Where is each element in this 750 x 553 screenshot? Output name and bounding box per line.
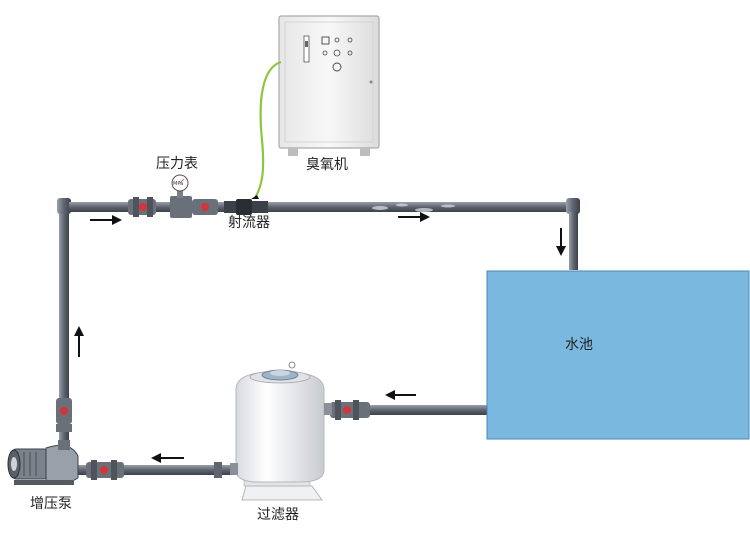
ozone-bubbles [372,203,455,212]
ozone-generator-label: 臭氧机 [306,157,348,173]
venturi-injector [224,195,268,215]
booster-pump-label: 增压泵 [30,496,72,512]
water-pool [486,270,750,440]
pressure-gauge [170,174,192,218]
flow-arrow-up [74,326,84,357]
flow-arrow-top-mid [398,212,430,222]
flow-arrow-filter-out [151,453,184,463]
flow-arrows [74,212,566,463]
piping [56,198,580,478]
filter-label: 过滤器 [257,507,299,523]
valve-left-riser [56,398,72,424]
pressure-gauge-label: 压力表 [156,156,198,172]
valve-pool-outlet [330,400,370,420]
flow-arrow-top-left [90,215,122,225]
pressure-gauge-face-label: MPa [173,181,183,187]
ozone-gas-tube [254,60,282,199]
flow-arrow-pool-out [385,390,416,400]
water-pool-label: 水池 [565,337,593,353]
valve-top-right [192,199,218,215]
valve-filter-outlet [86,460,124,480]
venturi-injector-label: 射流器 [228,215,270,231]
valve-top-left [128,197,156,217]
ozone-generator [278,15,380,156]
flow-arrow-down [556,228,566,256]
sand-filter [230,361,332,501]
booster-pump [7,440,79,485]
